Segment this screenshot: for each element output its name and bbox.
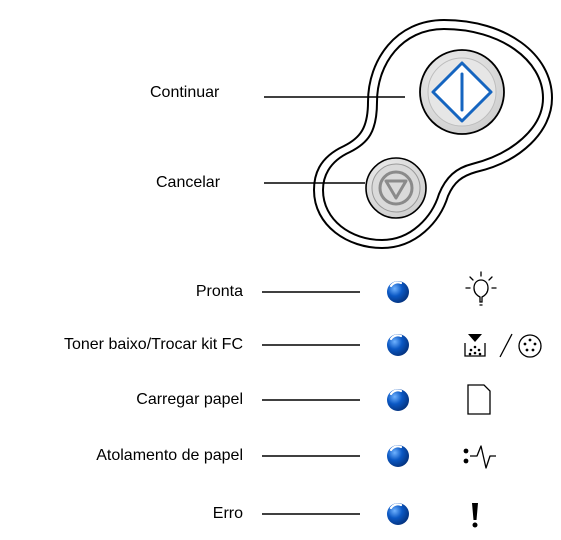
cancel-label: Cancelar	[156, 174, 221, 191]
status-led-toner	[387, 334, 409, 356]
status-led-pronta	[387, 281, 409, 303]
indicator-label-atolamento: Atolamento de papel	[96, 447, 243, 464]
exclamation-icon	[472, 503, 478, 528]
panel-outline	[312, 18, 554, 250]
paper-sheet-icon	[467, 384, 491, 415]
indicator-label-carregar-papel: Carregar papel	[136, 391, 243, 408]
continue-icon	[431, 61, 493, 123]
status-led-erro	[387, 503, 409, 525]
status-led-carregar-papel	[387, 389, 409, 411]
indicator-label-erro: Erro	[212, 505, 243, 522]
cancel-button[interactable]	[365, 157, 427, 219]
lightbulb-icon	[465, 271, 497, 306]
indicator-label-toner: Toner baixo/Trocar kit FC	[63, 336, 243, 353]
status-led-atolamento	[387, 445, 409, 467]
stop-icon	[378, 170, 414, 206]
indicator-label-pronta: Pronta	[195, 283, 243, 300]
continue-button[interactable]	[419, 49, 505, 135]
paper-jam-icon	[463, 445, 496, 469]
continue-label: Continuar	[150, 84, 220, 101]
toner-photoconductor-icon	[464, 333, 542, 358]
